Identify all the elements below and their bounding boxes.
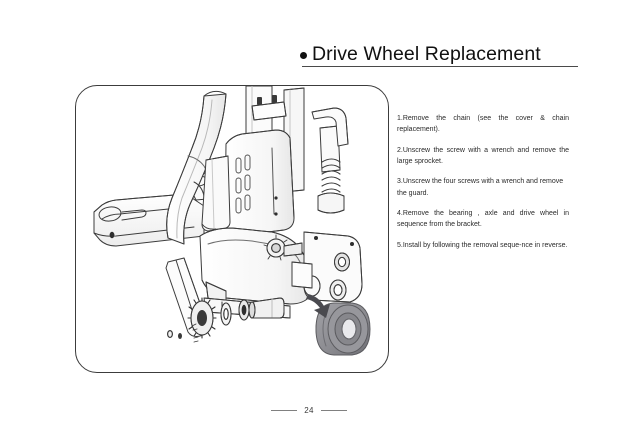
page-header: Drive Wheel Replacement xyxy=(300,44,580,68)
gearbox-hub xyxy=(263,234,303,261)
washer xyxy=(220,302,232,326)
page-footer: 24 xyxy=(0,406,618,415)
instruction-step-1: 1.Remove the chain (see the cover & chai… xyxy=(397,115,569,134)
page-title: Drive Wheel Replacement xyxy=(312,43,541,65)
footer-dash-right xyxy=(320,409,347,412)
bullet-dot-icon xyxy=(300,52,307,60)
instruction-step-2: 2.Unscrew the screw with a wrench and re… xyxy=(397,146,569,165)
instruction-step-5: 5.Install by following the removal seque… xyxy=(397,241,568,249)
coil-spring xyxy=(321,158,341,193)
instruction-step-4: 4.Remove the bearing , axle and drive wh… xyxy=(397,209,569,229)
drive-wheel xyxy=(315,302,371,356)
title-underline xyxy=(302,66,578,68)
illustration-frame xyxy=(75,85,389,373)
page-number: 24 xyxy=(304,406,314,415)
spring-assembly xyxy=(311,107,349,214)
large-sprocket xyxy=(187,297,217,339)
instruction-step-3: 3.Unscrew the four screws with a wrench … xyxy=(397,178,564,197)
bracket-plate xyxy=(303,231,363,303)
footer-dash-left xyxy=(271,409,298,412)
bearing xyxy=(238,299,250,321)
motor-housing xyxy=(224,129,295,237)
top-bolt-plate xyxy=(251,95,287,121)
hydraulic-cylinder xyxy=(201,155,231,232)
assembly-arrow xyxy=(306,294,330,318)
instruction-list: 1.Remove the chain (see the cover & chai… xyxy=(397,106,569,251)
guard-cover xyxy=(291,261,313,289)
title-row: Drive Wheel Replacement xyxy=(300,44,580,64)
pallet-jack-diagram xyxy=(93,86,371,356)
fasteners xyxy=(167,323,199,343)
axle xyxy=(248,297,285,319)
